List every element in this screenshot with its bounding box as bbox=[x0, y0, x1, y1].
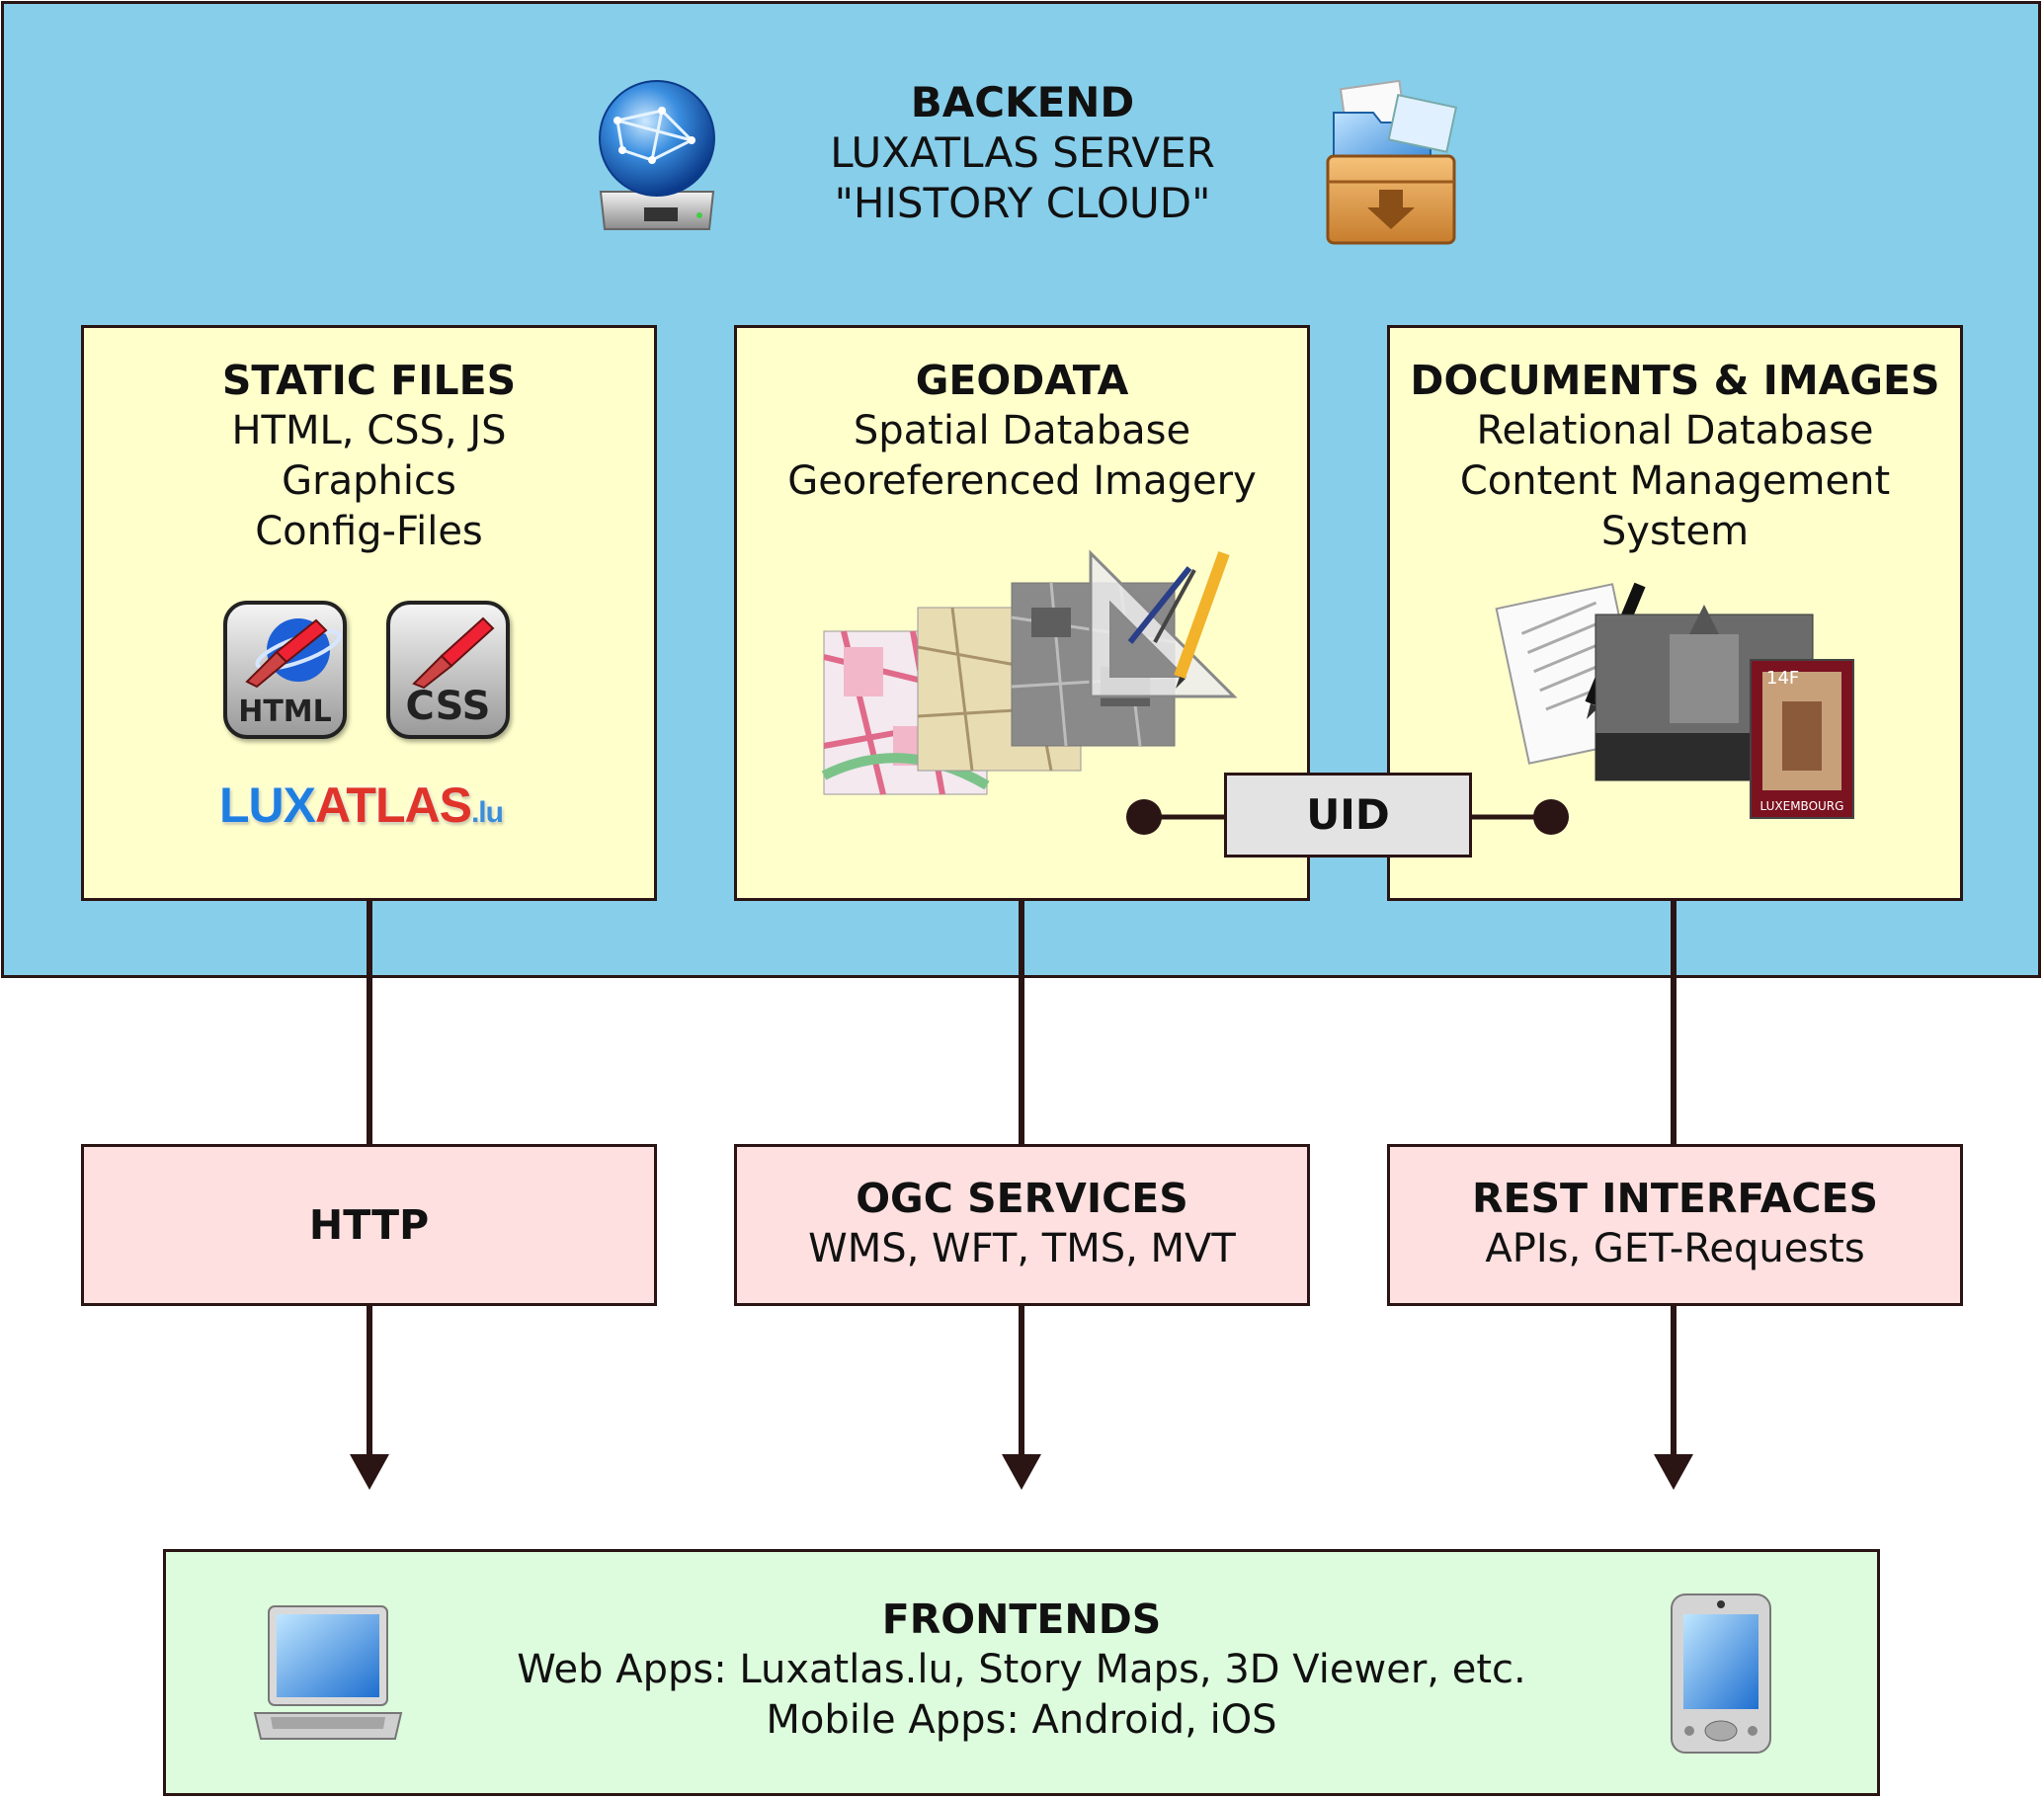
uid-box: UID bbox=[1224, 773, 1472, 858]
historic-maps-collage-icon bbox=[821, 549, 1238, 795]
rest-title: REST INTERFACES bbox=[1471, 1175, 1879, 1222]
static-files-title: STATIC FILES bbox=[221, 357, 517, 404]
archive-crate-icon bbox=[1326, 79, 1458, 245]
static-files-box: STATIC FILES HTML, CSS, JS Graphics Conf… bbox=[81, 325, 657, 901]
frontends-mobile-apps: Mobile Apps: Android, iOS bbox=[766, 1697, 1277, 1743]
laptop-icon bbox=[253, 1605, 403, 1740]
documents-photos-stamp-icon: 14F LUXEMBOURG bbox=[1495, 582, 1854, 819]
frontends-box: FRONTENDS Web Apps: Luxatlas.lu, Story M… bbox=[163, 1549, 1880, 1796]
documents-images-box: DOCUMENTS & IMAGES Relational Database C… bbox=[1387, 325, 1963, 901]
frontends-title: FRONTENDS bbox=[881, 1595, 1162, 1643]
css-editor-icon: CSS bbox=[386, 601, 510, 739]
backend-header: BACKEND LUXATLAS SERVER "HISTORY CLOUD" bbox=[751, 77, 1294, 228]
backend-server-name: LUXATLAS SERVER bbox=[830, 128, 1215, 177]
backend-title: BACKEND bbox=[910, 78, 1135, 126]
documents-title: DOCUMENTS & IMAGES bbox=[1410, 357, 1940, 404]
uid-left-dot bbox=[1126, 799, 1162, 835]
static-files-line-2: Graphics bbox=[282, 458, 456, 504]
stamp-value: 14F bbox=[1766, 668, 1799, 689]
static-files-line-1: HTML, CSS, JS bbox=[231, 408, 507, 453]
html-icon-label: HTML bbox=[238, 695, 332, 729]
ogc-services-box: OGC SERVICES WMS, WFT, TMS, MVT bbox=[734, 1144, 1310, 1306]
css-icon-label: CSS bbox=[405, 684, 491, 729]
backend-cloud-name: "HISTORY CLOUD" bbox=[834, 179, 1211, 227]
http-title: HTTP bbox=[308, 1201, 430, 1249]
logo-tld: .lu bbox=[470, 796, 504, 829]
uid-right-dot bbox=[1533, 799, 1569, 835]
luxatlas-logo: LUXATLAS.lu bbox=[219, 777, 545, 836]
rest-subtitle: APIs, GET-Requests bbox=[1485, 1226, 1865, 1271]
arrow-head-ogc bbox=[1002, 1454, 1041, 1490]
logo-atlas: ATLAS bbox=[315, 777, 472, 833]
geodata-title: GEODATA bbox=[915, 357, 1129, 404]
documents-line-2: Content Management bbox=[1459, 458, 1891, 504]
geodata-line-2: Georeferenced Imagery bbox=[787, 458, 1257, 504]
frontends-web-apps: Web Apps: Luxatlas.lu, Story Maps, 3D Vi… bbox=[517, 1647, 1526, 1692]
rest-interfaces-box: REST INTERFACES APIs, GET-Requests bbox=[1387, 1144, 1963, 1306]
geodata-box: GEODATA Spatial Database Georeferenced I… bbox=[734, 325, 1310, 901]
http-box: HTTP bbox=[81, 1144, 657, 1306]
geodata-line-1: Spatial Database bbox=[853, 408, 1191, 453]
globe-server-icon bbox=[599, 80, 715, 230]
mobile-device-icon bbox=[1671, 1594, 1771, 1754]
ogc-title: OGC SERVICES bbox=[856, 1175, 1188, 1222]
documents-line-3: System bbox=[1600, 509, 1750, 554]
uid-label: UID bbox=[1306, 790, 1390, 839]
arrow-head-http bbox=[350, 1454, 389, 1490]
documents-line-1: Relational Database bbox=[1476, 408, 1874, 453]
logo-lux: LUX bbox=[219, 777, 316, 833]
arrow-head-rest bbox=[1654, 1454, 1693, 1490]
static-files-line-3: Config-Files bbox=[255, 509, 483, 554]
html-editor-icon: HTML bbox=[223, 601, 347, 739]
ogc-subtitle: WMS, WFT, TMS, MVT bbox=[808, 1226, 1236, 1271]
stamp-country: LUXEMBOURG bbox=[1760, 799, 1844, 813]
